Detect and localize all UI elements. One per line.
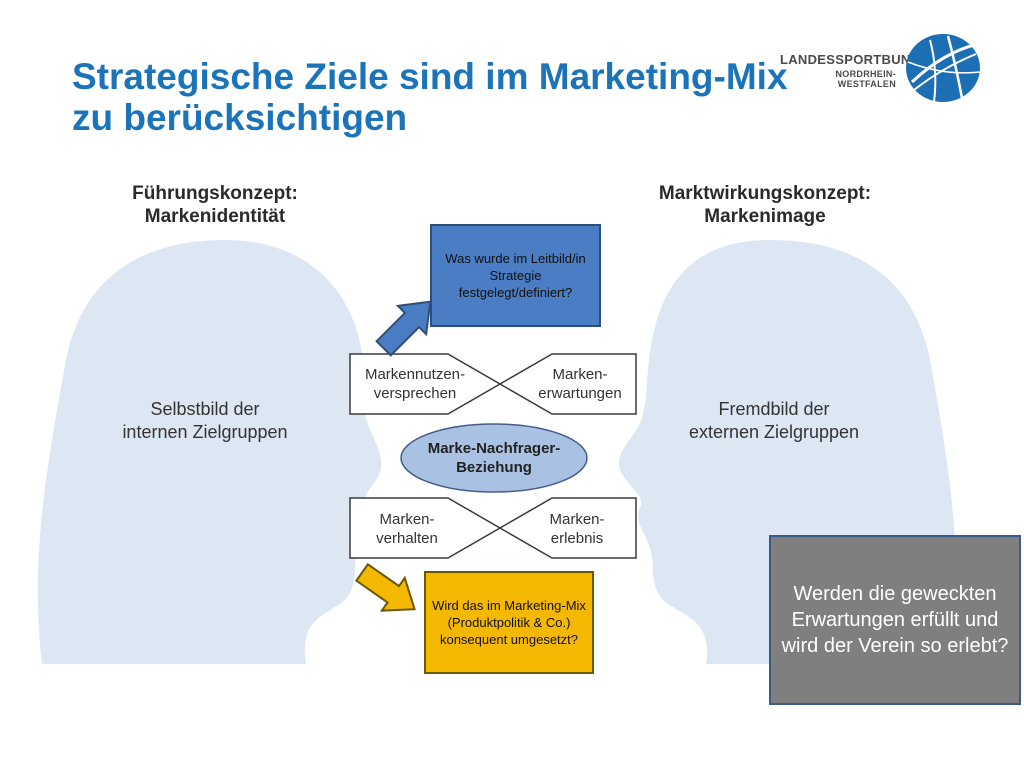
note-strategy-question: Was wurde im Leitbild/in Strategie festg… bbox=[430, 224, 601, 327]
center-ellipse-label: Marke-Nachfrager- Beziehung bbox=[427, 440, 561, 476]
logo-text: LANDESSPORTBUND NORDRHEIN-WESTFALEN bbox=[780, 52, 921, 89]
node-markenerwartungen: Marken- erwartungen bbox=[538, 366, 622, 402]
note-expectations-question: Werden die geweckten Erwartungen erfüllt… bbox=[769, 535, 1021, 705]
upper-connector bbox=[349, 353, 637, 415]
right-concept-label: Marktwirkungskonzept: Markenimage bbox=[658, 183, 872, 227]
page-title: Strategische Ziele sind im Marketing-Mix… bbox=[72, 56, 788, 138]
node-markenverhalten: Marken- verhalten bbox=[376, 511, 438, 547]
node-markennutzenversprechen: Markennutzen- versprechen bbox=[364, 366, 466, 402]
yellow-arrow-icon bbox=[355, 562, 416, 612]
left-head-silhouette bbox=[37, 240, 382, 664]
node-markenerlebnis: Marken- erlebnis bbox=[549, 511, 605, 547]
logo-line-2: NORDRHEIN-WESTFALEN bbox=[835, 69, 896, 89]
center-ellipse bbox=[400, 423, 588, 493]
left-head-label: Selbstbild der internen Zielgruppen bbox=[122, 399, 288, 442]
lower-connector bbox=[349, 497, 637, 559]
note-marketing-mix-question: Wird das im Marketing-Mix (Produktpoliti… bbox=[424, 571, 594, 674]
logo-line-1: LANDESSPORTBUND bbox=[780, 52, 921, 67]
left-concept-label: Führungskonzept: Markenidentität bbox=[132, 183, 298, 227]
right-head-label: Fremdbild der externen Zielgruppen bbox=[688, 399, 860, 442]
blue-arrow-icon bbox=[375, 300, 432, 357]
landessportbund-logo-icon bbox=[906, 34, 981, 103]
